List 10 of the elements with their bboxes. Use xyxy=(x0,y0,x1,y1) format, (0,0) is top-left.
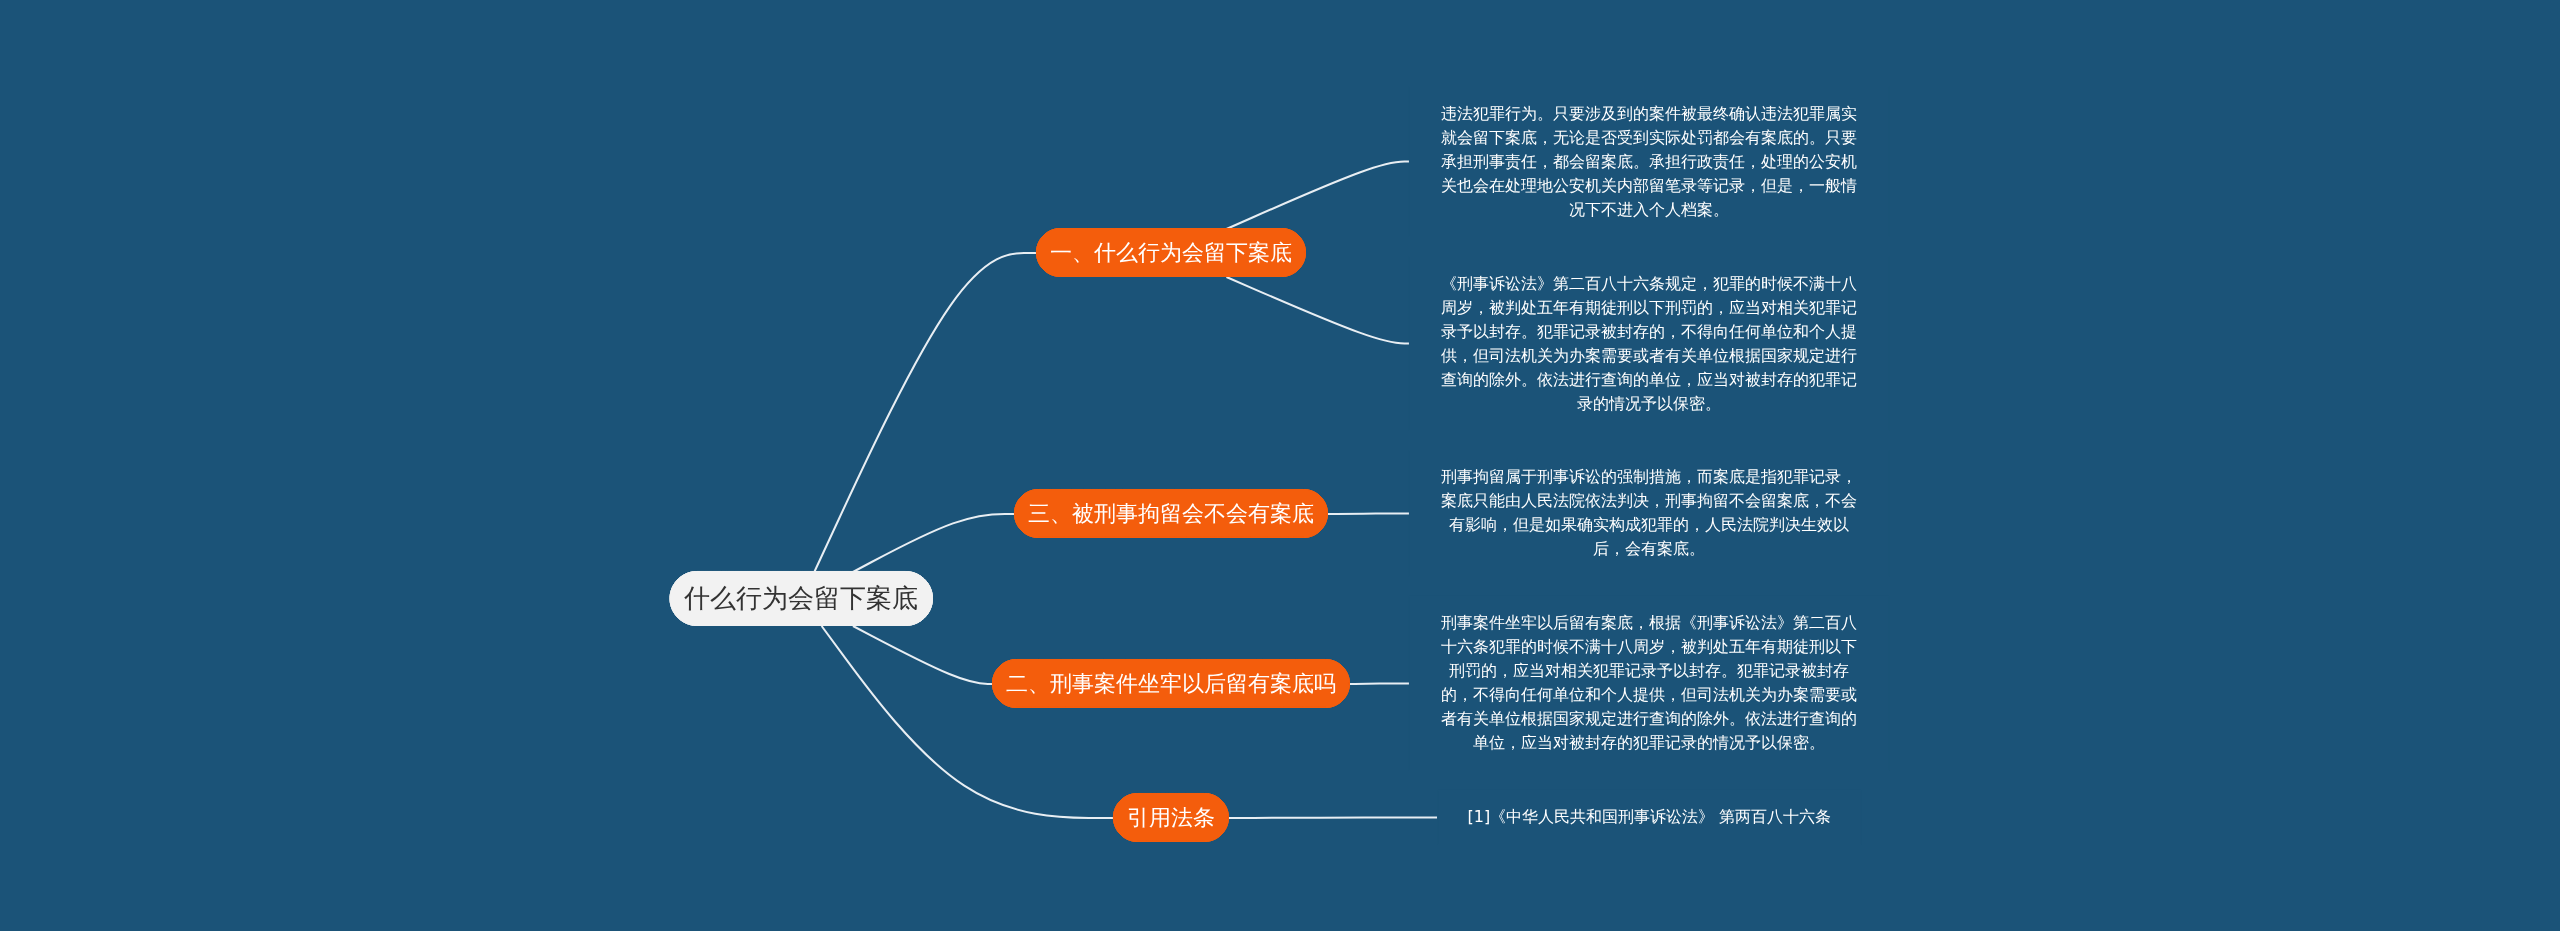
connector xyxy=(1225,160,1411,230)
connector xyxy=(1225,276,1411,345)
node-text: 违法犯罪行为。只要涉及到的案件被最终确认违法犯罪属实就会留下案底，无论是否受到实际处罚都会有案底的。只要承担刑事责任，都会留案底。承担行政责任，处理的公安机关也会在处理地公安机关内部留笔录等记录，但是，一般情况下不进入个人档案。 xyxy=(1441,103,1858,219)
node-text: [1]《中华人民共和国刑事诉讼法》 第两百八十六条 xyxy=(1467,807,1832,827)
node-text: 刑事案件坐牢以后留有案底，根据《刑事诉讼法》第二百八十六条犯罪的时候不满十八周岁，被判处五年有期徒刑以下刑罚的，应当对相关犯罪记录予以封存。犯罪记录被封存的，不得向任何单位和个人提供，但司法机关为办案需要或者有关单位根据国家规定进行查询的除外。依法进行查询的单位，应当对被封存的犯罪记录的情况予以保密。 xyxy=(1441,613,1858,753)
connector xyxy=(1228,816,1439,819)
connector xyxy=(1327,512,1411,515)
node-text: 刑事拘留属于刑事诉讼的强制措施，而案底是指犯罪记录，案底只能由人民法院依法判决，刑事拘留不会留案底，不会有影响，但是如果确实构成犯罪的，人民法院判决生效以后，会有案底。 xyxy=(1441,467,1858,559)
node-text: 《刑事诉讼法》第二百八十六条规定，犯罪的时候不满十八周岁，被判处五年有期徒刑以下刑罚的，应当对相关犯罪记录予以封存。犯罪记录被封存的，不得向任何单位和个人提供，但司法机关为办案需要或者有关单位根据国家规定进行查询的除外。依法进行查询的单位，应当对被封存的犯罪记录的情况予以保密。 xyxy=(1441,273,1858,413)
connector xyxy=(1349,682,1411,685)
